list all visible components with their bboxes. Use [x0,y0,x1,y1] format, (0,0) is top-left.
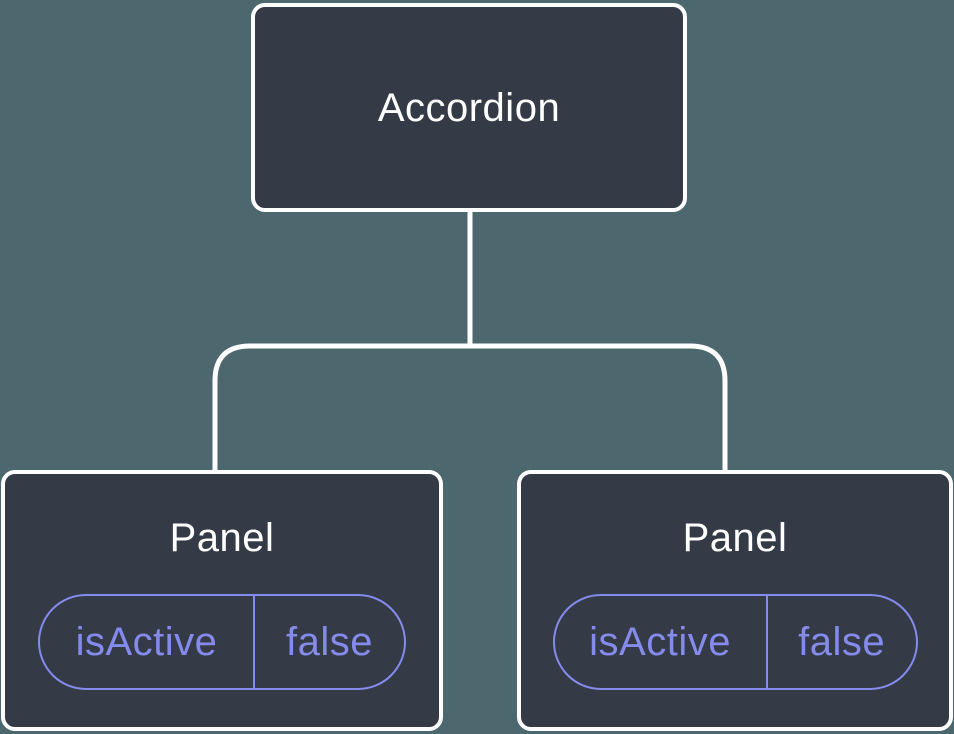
state-value-label: false [798,619,886,664]
connector-branch [212,343,728,473]
node-panel-right: Panel isActive false [517,470,953,731]
state-value-label: false [285,619,373,664]
state-pill: isActive false [552,594,918,690]
state-key-label: isActive [40,596,255,688]
node-title: Accordion [377,85,561,130]
state-key-label: isActive [555,596,768,688]
node-title: Panel [682,516,788,560]
state-pill: isActive false [38,594,406,690]
node-accordion: Accordion [251,3,687,212]
node-title: Panel [169,516,275,560]
node-panel-left: Panel isActive false [1,470,443,731]
